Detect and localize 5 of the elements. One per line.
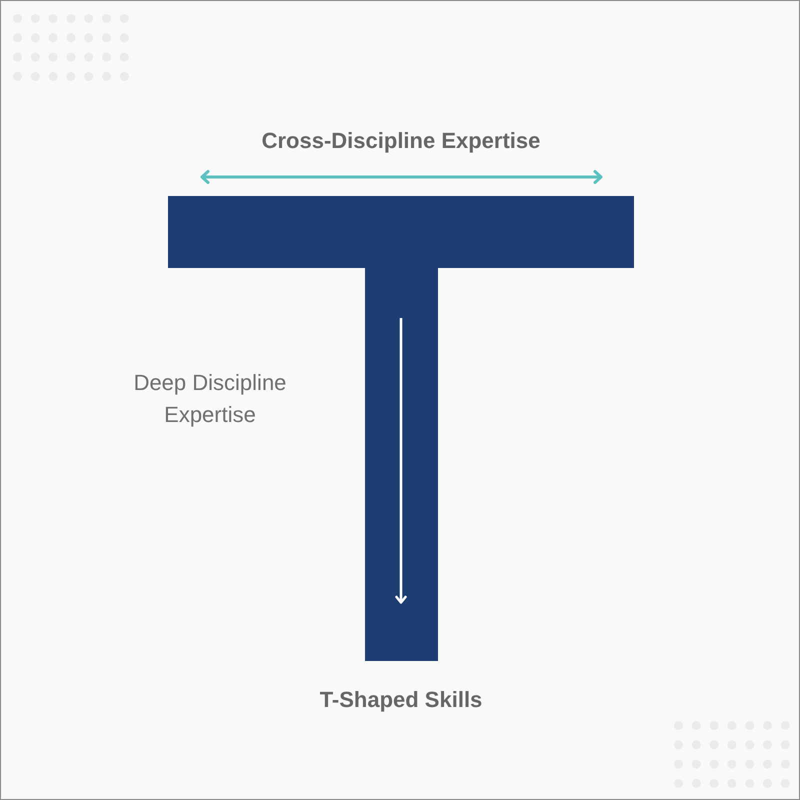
label-text: Cross-Discipline Expertise (260, 127, 542, 155)
horizontal-bar (168, 196, 634, 268)
label-text: Deep Discipline Expertise (132, 369, 288, 429)
vertical-bar (365, 267, 438, 661)
caption-text: T-Shaped Skills (318, 686, 484, 714)
